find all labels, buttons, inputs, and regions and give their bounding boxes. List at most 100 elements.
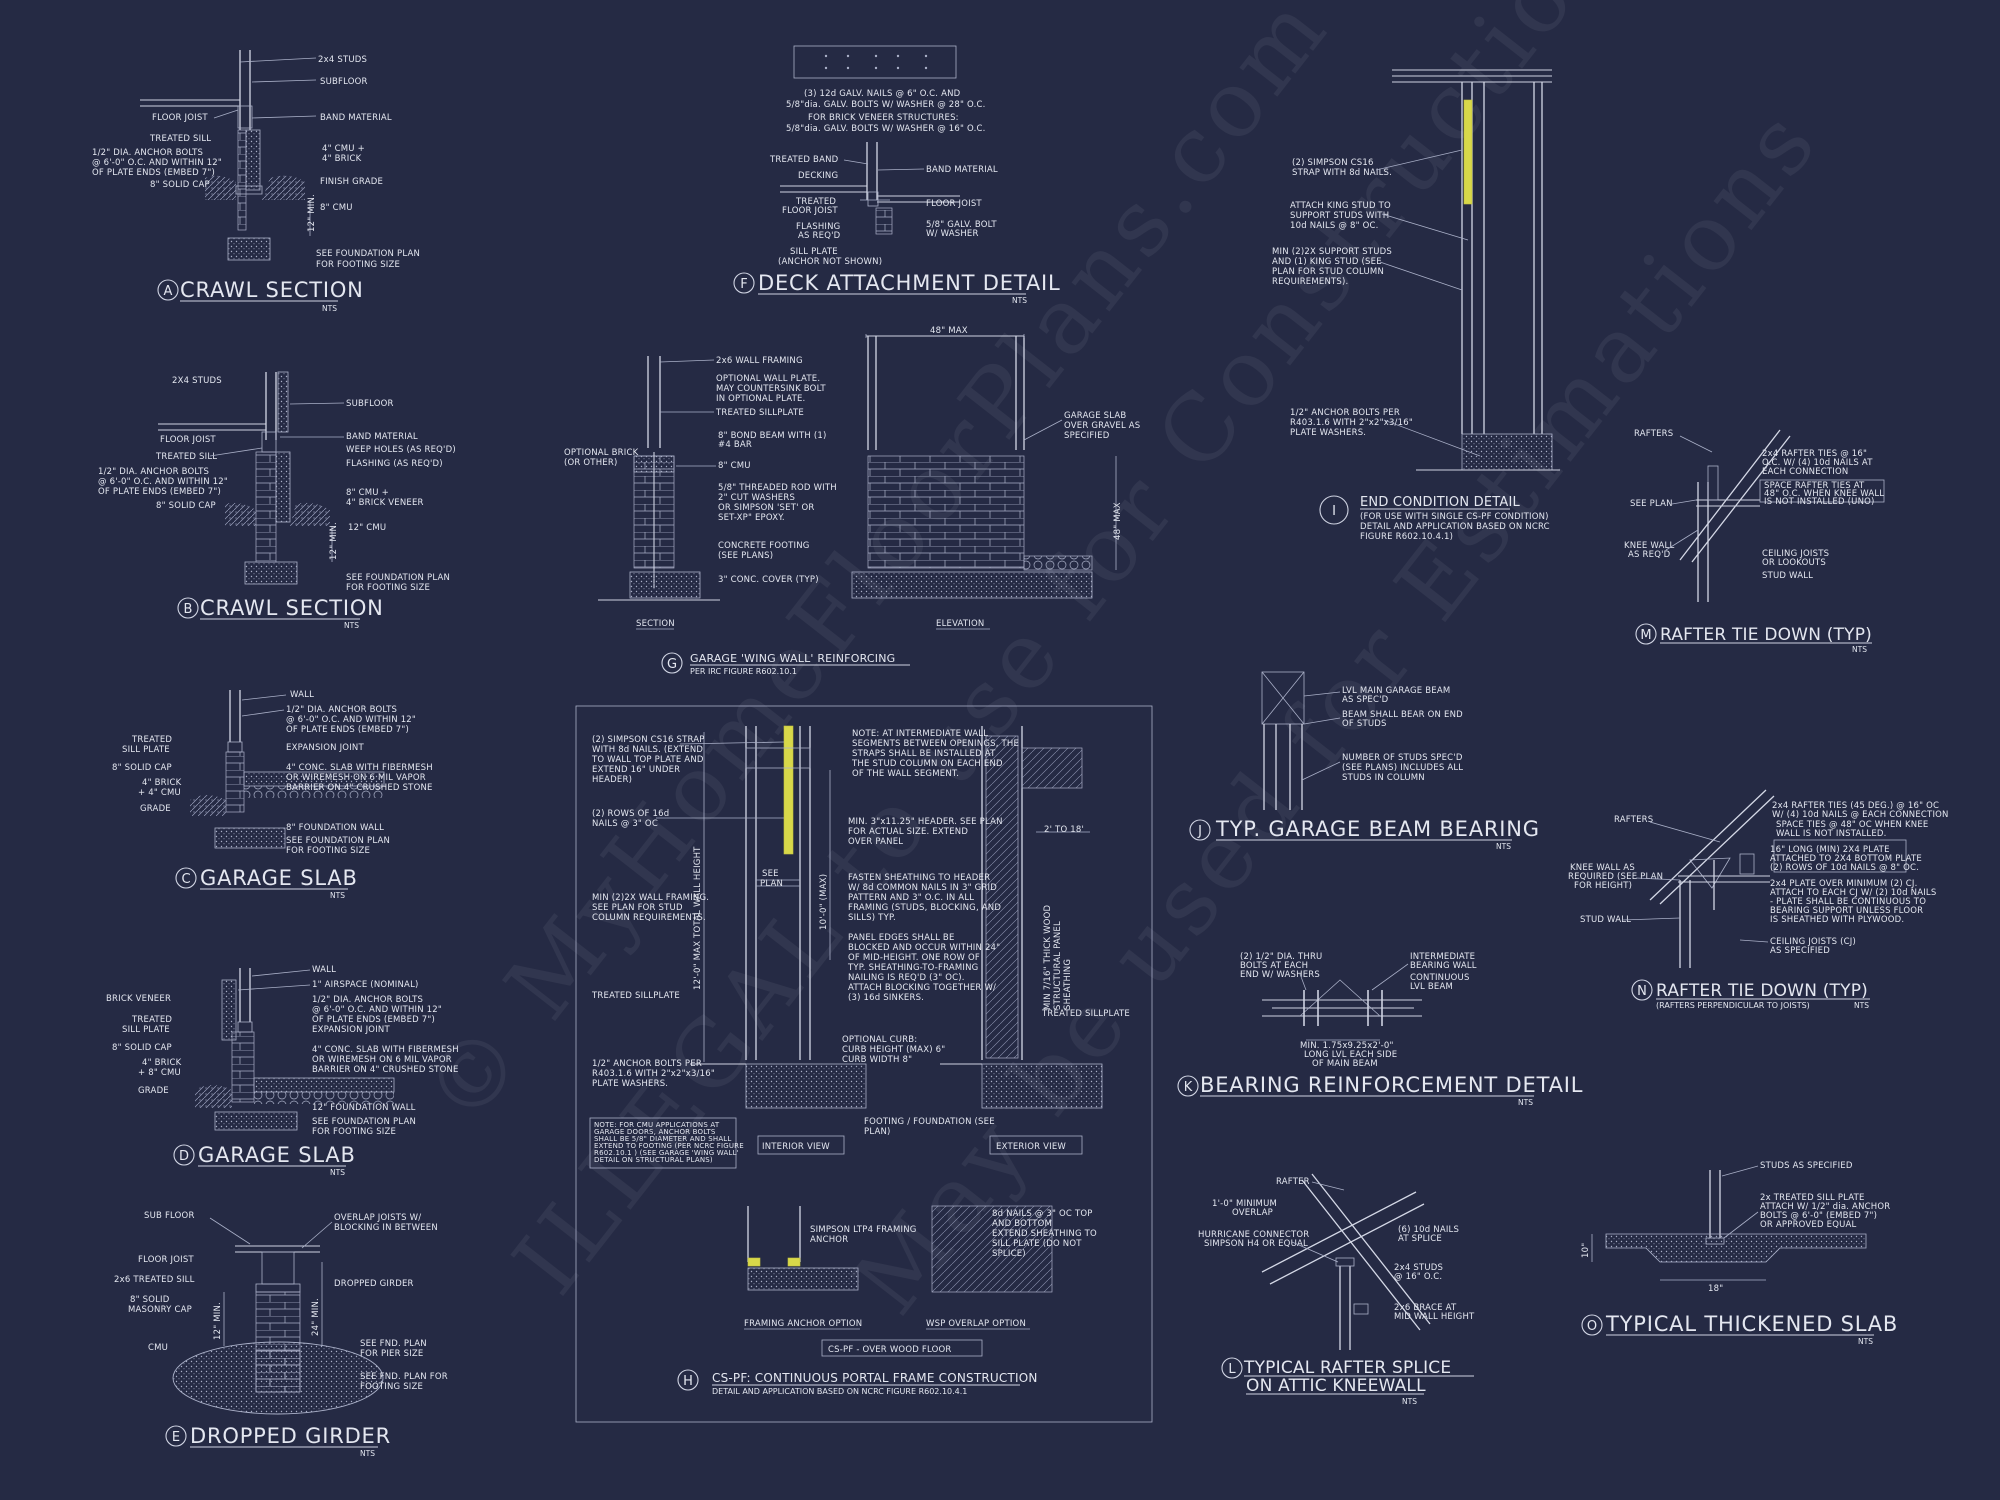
annotation-text: 8" SOLID CAP [156,501,216,511]
annotation-text: FOR FOOTING SIZE [346,583,430,593]
annotation-text: AND (1) KING STUD (SEE [1272,257,1382,267]
detail-f-deck-attachment: (3) 12d GALV. NAILS @ 6" O.C. AND 5/8"di… [733,45,1060,305]
annotation-text: GRADE [138,1086,169,1096]
annotation-text: BAND MATERIAL [320,113,392,123]
detail-m-notes: RAFTERS 2x4 RAFTER TIES @ 16" O.C. W/ (4… [1624,429,1884,581]
annotation-text: KNEE WALL AS [1570,863,1635,873]
annotation-text: NOTE: FOR CMU APPLICATIONS AT [594,1121,720,1129]
annotation-text: FLOOR JOIST [152,113,208,123]
annotation-text: (2) ROWS OF 10d NAILS @ 8" OC. [1770,863,1919,873]
annotation-text: 2x6 TREATED SILL [114,1275,195,1285]
annotation-text: SPLICE) [992,1249,1026,1259]
annotation-text: EXTEND SHEATHING TO [992,1229,1097,1239]
annotation-text: EXPANSION JOINT [312,1025,390,1035]
annotation-text: TREATED SILL [149,134,211,144]
detail-e-title: DROPPED GIRDER [190,1424,391,1448]
detail-a-drawing [140,50,311,261]
annotation-text: MID WALL HEIGHT [1394,1312,1475,1322]
annotation-text: OPTIONAL BRICK [564,448,639,458]
annotation-text: WALL [312,965,336,975]
detail-m-title: RAFTER TIE DOWN (TYP) [1660,625,1872,645]
detail-m-nts: NTS [1852,645,1867,654]
detail-f-letter: F [740,277,747,292]
annotation-text: STUD WALL [1580,915,1631,925]
annotation-text: WEEP HOLES (AS REQ'D) [346,445,456,455]
detail-g-title: GARAGE 'WING WALL' REINFORCING [690,652,895,665]
annotation-text: W/ (4) 10d NAILS @ EACH CONNECTION [1772,810,1949,820]
annotation-text: TO WALL TOP PLATE AND [591,755,704,765]
annotation-text: NOTE: AT INTERMEDIATE WALL [852,729,988,739]
annotation-text: 5/8" GALV. BOLT [926,220,997,230]
detail-o-drawing [1591,1170,1867,1281]
annotation-text: PLAN [760,879,783,889]
annotation-text: ATTACH BLOCKING TOGETHER W/ [848,983,996,993]
annotation-text: FOR BRICK VENEER STRUCTURES: [808,113,959,123]
annotation-text: TREATED [131,1015,172,1025]
annotation-text: FINISH GRADE [320,177,383,187]
annotation-text: OF PLATE ENDS (EMBED 7") [312,1015,435,1025]
annotation-text: STRAPS SHALL BE INSTALLED AT [852,749,996,759]
annotation-text: GARAGE DOORS, ANCHOR BOLTS [594,1128,716,1136]
annotation-text: OPTIONAL CURB: [842,1035,917,1045]
annotation-text: 10d NAILS @ 8" OC. [1290,221,1379,231]
annotation-text: SPACE TIES @ 48" OC WHEN KNEE [1776,820,1928,830]
annotation-text: IS SHEATHED WITH PLYWOOD. [1770,915,1904,925]
annotation-text: TREATED [131,735,172,745]
annotation-text: 2x6 WALL FRAMING [716,356,803,366]
annotation-text: 12" MIN. [307,194,317,232]
detail-j-notes: LVL MAIN GARAGE BEAM AS SPEC'D BEAM SHAL… [1301,686,1463,783]
annotation-text: FOR PIER SIZE [360,1349,424,1359]
annotation-text: STRAP WITH 8d NAILS. [1292,168,1392,178]
detail-i-subtitle-1: (FOR USE WITH SINGLE CS-PF CONDITION) [1360,512,1549,522]
annotation-text: SEE FND. PLAN FOR [360,1372,448,1382]
annotation-text: (SEE PLANS) INCLUDES ALL [1342,763,1463,773]
annotation-text: FRAMING (STUDS, BLOCKING, AND [848,903,1001,913]
annotation-text: ATTACHED TO 2X4 BOTTOM PLATE [1770,854,1922,864]
annotation-text: 8" BOND BEAM WITH (1) [718,431,827,441]
annotation-text: OF PLATE ENDS (EMBED 7") [286,725,409,735]
exterior-view-box [989,1135,1083,1155]
annotation-text: 8" CMU [718,461,751,471]
annotation-text: TREATED SILL [155,452,217,462]
annotation-text: WALL [290,690,314,700]
detail-d-garage-slab: WALL 1" AIRSPACE (NOMINAL) BRICK VENEER … [106,965,459,1177]
annotation-text: MIN 7/16" THICK WOOD [1043,905,1053,1010]
interior-view-box [757,1135,845,1155]
detail-g-subtitle: PER IRC FIGURE R602.10.1 [690,667,797,676]
annotation-text: 8" SOLID CAP [112,1043,172,1053]
annotation-text: PANEL EDGES SHALL BE [848,933,955,943]
annotation-text: HEADER) [592,775,632,785]
detail-b-letter: B [184,602,193,617]
annotation-text: (6) 10d NAILS [1398,1225,1459,1235]
annotation-text: WITH 8d NAILS. (EXTEND [592,745,703,755]
annotation-text: EXTEND 16" UNDER [592,765,680,775]
detail-a-crawl-section: 2x4 STUDS SUBFLOOR BAND MATERIAL FLOOR J… [92,50,420,313]
annotation-text: IN OPTIONAL PLATE. [716,394,805,404]
detail-a-letter: A [164,284,173,299]
annotation-text: 5/8"dia. GALV. BOLTS W/ WASHER @ 28" O.C… [786,100,986,110]
detail-c-notes: WALL 1/2" DIA. ANCHOR BOLTS @ 6'-0" O.C.… [112,690,433,856]
annotation-text: 8" SOLID [130,1295,170,1305]
annotation-text: BLOCKED AND OCCUR WITHIN 24" [848,943,1000,953]
annotation-text: PLATE WASHERS. [592,1079,668,1089]
detail-f-notes: (3) 12d GALV. NAILS @ 6" O.C. AND 5/8"di… [769,89,998,267]
annotation-text: MIN. 1.75x9.25x2'-0" [1300,1041,1394,1051]
annotation-text: 2x4 RAFTER TIES @ 16" [1762,449,1867,459]
annotation-text: RAFTERS [1634,429,1673,439]
annotation-text: 2x4 STUDS [318,55,367,65]
annotation-text: FASTEN SHEATHING TO HEADER [848,873,990,883]
annotation-text: FOR FOOTING SIZE [286,846,370,856]
detail-h-portal-frame: (2) SIMPSON CS16 STRAP WITH 8d NAILS. (E… [575,705,1153,1423]
annotation-text: 48" MAX [1113,502,1123,540]
annotation-text: 1/2" DIA. ANCHOR BOLTS [98,467,209,477]
detail-c-title: GARAGE SLAB [200,866,358,890]
detail-n-letter: N [1637,984,1647,999]
annotation-text: OR WIREMESH ON 6 MIL VAPOR [312,1055,452,1065]
annotation-text: OVERLAP JOISTS W/ [334,1213,421,1223]
annotation-text: PLAN) [864,1127,891,1137]
annotation-text: @ 6'-0" O.C. AND WITHIN 12" [98,477,228,487]
annotation-text: SUBFLOOR [346,399,394,409]
annotation-text: PLATE WASHERS. [1290,428,1366,438]
annotation-text: SEE FOUNDATION PLAN [316,249,420,259]
annotation-text: ATTACH TO EACH CJ W/ (2) 10d NAILS [1770,888,1936,898]
